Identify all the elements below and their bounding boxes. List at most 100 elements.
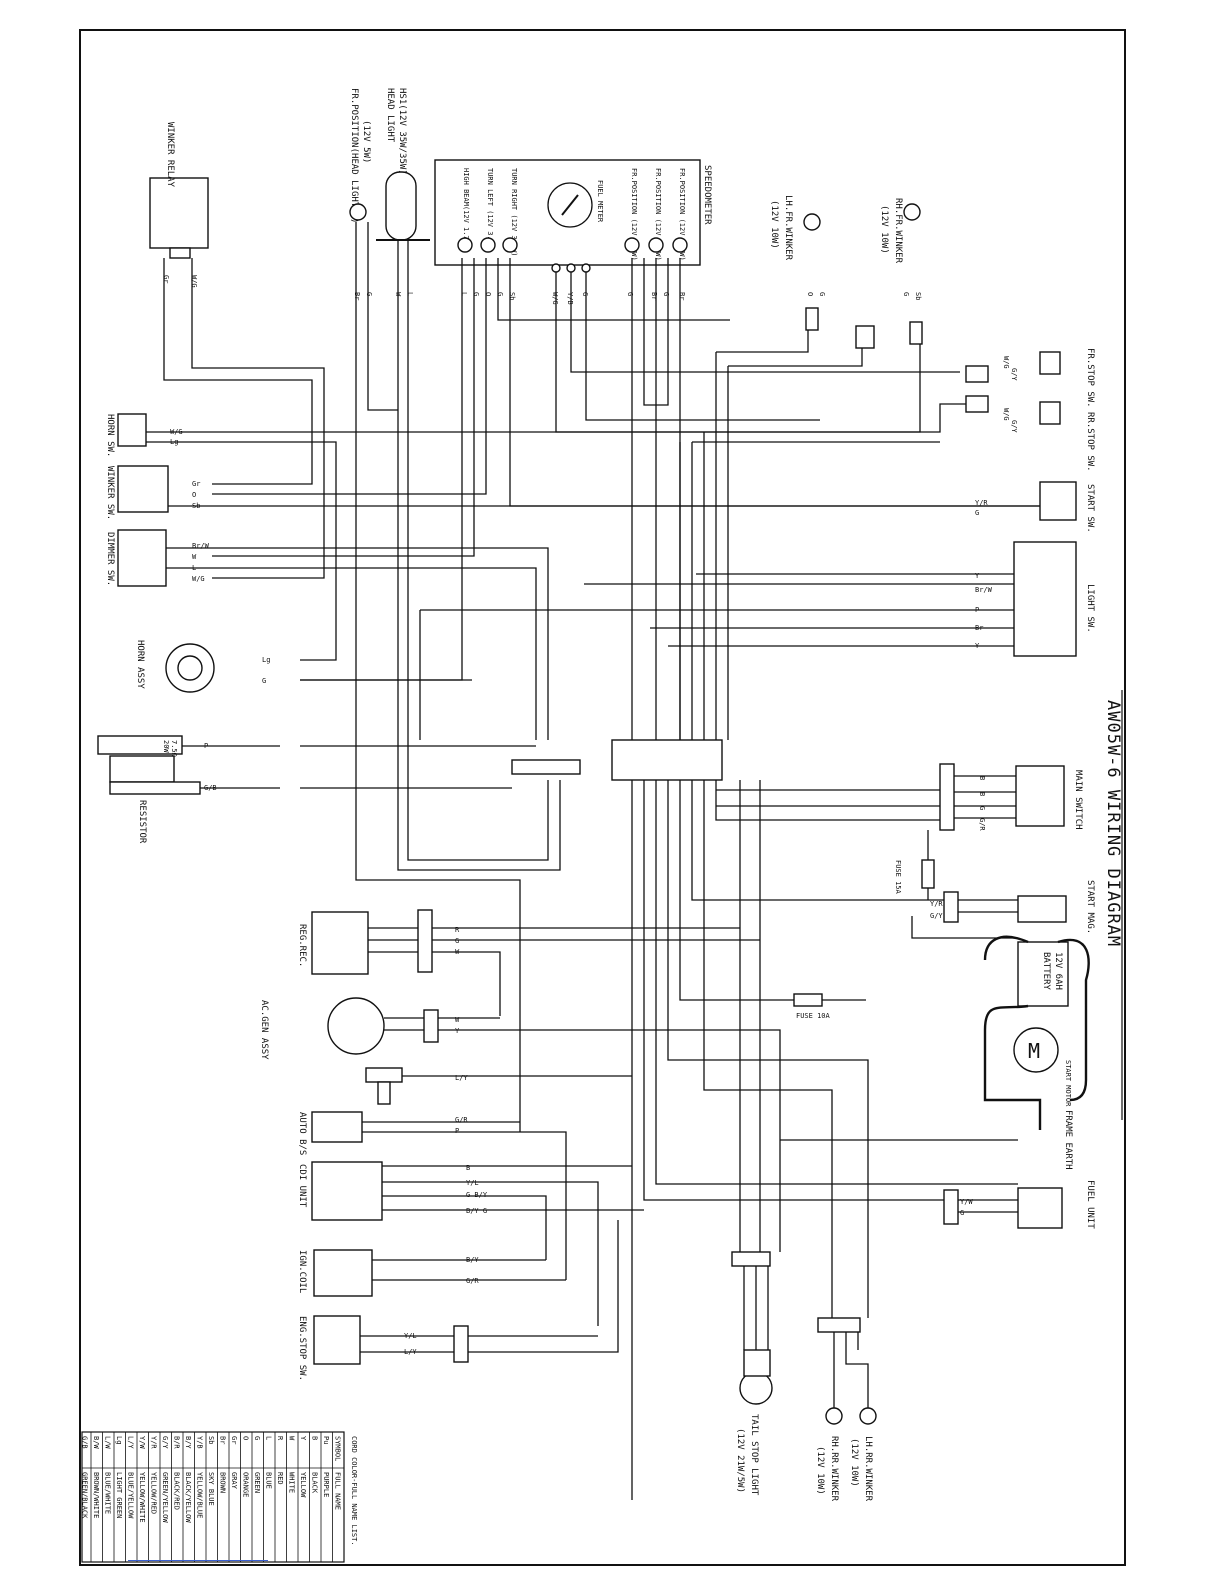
legend-symbol: R bbox=[276, 1436, 284, 1441]
dimmer-sw-label: DIMMER SW. bbox=[105, 532, 115, 586]
legend-symbol: Y/R bbox=[150, 1436, 158, 1449]
legend-full-name: YELLOW/WHITE bbox=[138, 1472, 146, 1523]
fr-stop-sw-box bbox=[1039, 351, 1061, 375]
legend-symbol: L bbox=[265, 1436, 273, 1440]
legend-symbol: L/W bbox=[104, 1436, 112, 1449]
speedo-lamp-2: FR.POSITION (12V 1.7W) bbox=[654, 168, 662, 261]
legend-full-name: GREEN bbox=[253, 1472, 261, 1493]
reg-rec-box bbox=[311, 911, 369, 975]
auto-bs-wire-1: G/R bbox=[455, 1116, 468, 1124]
speedo-lamp-1: FR.POSITION (12V 1.7W) bbox=[678, 168, 686, 261]
ac-gen-connector bbox=[423, 1009, 439, 1043]
svg-text:G: G bbox=[626, 292, 634, 296]
svg-text:Y/L: Y/L bbox=[466, 1179, 479, 1187]
legend-symbol: B/Y bbox=[184, 1436, 192, 1449]
rh-fr-winker-label: RH.FR.WINKER bbox=[893, 198, 903, 264]
cdi-wire-labels: B Y/L G B/Y B/Y G bbox=[466, 1164, 488, 1215]
head-light-bulb bbox=[385, 171, 417, 241]
stop-sw-connector-2 bbox=[965, 395, 989, 413]
legend-symbol: Lg bbox=[115, 1436, 123, 1444]
tail-stop-light-label: TAIL STOP LIGHT bbox=[749, 1414, 759, 1496]
eng-stop-sw-box bbox=[313, 1315, 361, 1365]
start-mag-wire-1: Y/R bbox=[930, 900, 943, 908]
svg-text:G: G bbox=[818, 292, 826, 296]
svg-text:G: G bbox=[975, 509, 979, 517]
svg-text:R: R bbox=[455, 926, 460, 934]
legend-full-name: LIGHT GREEN bbox=[115, 1472, 123, 1518]
lh-rr-winker-bulb bbox=[859, 1407, 877, 1425]
svg-text:G: G bbox=[978, 806, 986, 810]
legend-full-name: YELLOW/RED bbox=[150, 1472, 158, 1514]
legend-symbol: Sb bbox=[207, 1436, 215, 1444]
legend-symbol: G/B bbox=[81, 1436, 89, 1449]
winker-relay-wire-2: W/G bbox=[190, 275, 198, 288]
fuel-unit-wire-2: G bbox=[960, 1209, 964, 1217]
winker-connectors bbox=[805, 307, 923, 349]
legend-full-name: GREEN/BLACK bbox=[81, 1472, 89, 1519]
legend-full-name: YELLOW bbox=[299, 1472, 307, 1498]
legend-full-name: FULL NAME bbox=[334, 1472, 342, 1510]
lh-rr-winker-spec: (12V 10W) bbox=[849, 1438, 859, 1487]
pickup-sensor bbox=[365, 1067, 403, 1083]
rh-rr-winker-spec: (12V 10W) bbox=[815, 1446, 825, 1495]
svg-text:W/G: W/G bbox=[1002, 408, 1010, 421]
svg-text:G B/Y: G B/Y bbox=[466, 1191, 488, 1199]
battery-box bbox=[1017, 941, 1069, 1007]
svg-text:G: G bbox=[365, 292, 373, 296]
rear-winker-connector bbox=[817, 1317, 861, 1333]
speedo-lamp-4: TURN RIGHT (12V 3.4W) bbox=[510, 168, 518, 257]
svg-text:W/G: W/G bbox=[1002, 356, 1010, 369]
legend-symbol: B/W bbox=[92, 1436, 100, 1449]
ign-coil-box bbox=[313, 1249, 373, 1297]
rh-rr-winker-label: RH.RR.WINKER bbox=[829, 1436, 839, 1502]
resistor-foot bbox=[109, 781, 201, 795]
light-sw-label: LIGHT SW. bbox=[1085, 584, 1095, 633]
pickup-wire: L/Y bbox=[455, 1074, 468, 1082]
rh-fr-winker-bulb bbox=[903, 203, 921, 221]
front-winker-wire-labels: O G G Sb bbox=[806, 292, 922, 300]
svg-text:G: G bbox=[581, 292, 589, 296]
main-switch-box bbox=[1015, 765, 1065, 827]
svg-text:Y/B: Y/B bbox=[566, 292, 574, 305]
winker-relay-label: WINKER RELAY bbox=[165, 122, 175, 188]
fuel-meter-needle bbox=[561, 194, 579, 216]
speedo-lamp-5: TURN LEFT (12V 3.4W) bbox=[486, 168, 494, 252]
start-motor-label: START MOTOR bbox=[1064, 1060, 1072, 1107]
legend-symbol: Gr bbox=[230, 1436, 238, 1444]
start-sw-label: START SW. bbox=[1085, 484, 1095, 533]
motor-cable bbox=[983, 1010, 1088, 1130]
cdi-unit-box bbox=[311, 1161, 383, 1221]
speedo-wire-labels: L G O G Sb W/G Y/B G G Br G Br bbox=[460, 292, 686, 305]
horn-label: HORN ASSY bbox=[135, 640, 145, 689]
legend-full-name: BROWN bbox=[219, 1472, 227, 1493]
legend-symbol: Pu bbox=[322, 1436, 330, 1444]
eng-stop-connector bbox=[453, 1325, 469, 1363]
fuel-unit-connector bbox=[943, 1189, 959, 1225]
main-switch-label: MAIN SWITCH bbox=[1073, 770, 1083, 830]
head-light-wire-labels: Br G W L bbox=[353, 292, 414, 300]
ac-gen-wire-1: W bbox=[455, 1016, 460, 1024]
speedometer-label: SPEEDOMETER bbox=[702, 165, 712, 225]
fuel-unit-wire-1: Y/W bbox=[960, 1198, 973, 1206]
auto-bs-label: AUTO B/S bbox=[297, 1112, 307, 1155]
legend-symbol: O bbox=[242, 1436, 250, 1440]
start-mag-body bbox=[1017, 895, 1067, 923]
svg-text:Br: Br bbox=[678, 292, 686, 300]
rr-stop-sw-box bbox=[1039, 401, 1061, 425]
main-switch-connector bbox=[939, 763, 955, 831]
speedo-lamp-3: FR.POSITION (12V 1.7W) bbox=[630, 168, 638, 261]
light-sw-box bbox=[1013, 541, 1077, 657]
svg-text:O: O bbox=[192, 491, 196, 499]
legend-full-name: GRAY bbox=[230, 1472, 238, 1490]
legend-full-name: BLUE bbox=[265, 1472, 273, 1489]
svg-text:G: G bbox=[902, 292, 910, 296]
svg-text:G/Y: G/Y bbox=[1010, 420, 1018, 433]
svg-text:B: B bbox=[978, 792, 986, 796]
legend-full-name: BROWN/WHITE bbox=[92, 1472, 100, 1518]
winker-relay-terminal bbox=[169, 247, 191, 259]
head-light-label: HEAD LIGHT bbox=[385, 88, 395, 143]
legend-symbol: L/Y bbox=[127, 1436, 135, 1449]
winker-sw-box bbox=[117, 465, 169, 513]
resistor-spec-1: 20W bbox=[162, 740, 170, 753]
